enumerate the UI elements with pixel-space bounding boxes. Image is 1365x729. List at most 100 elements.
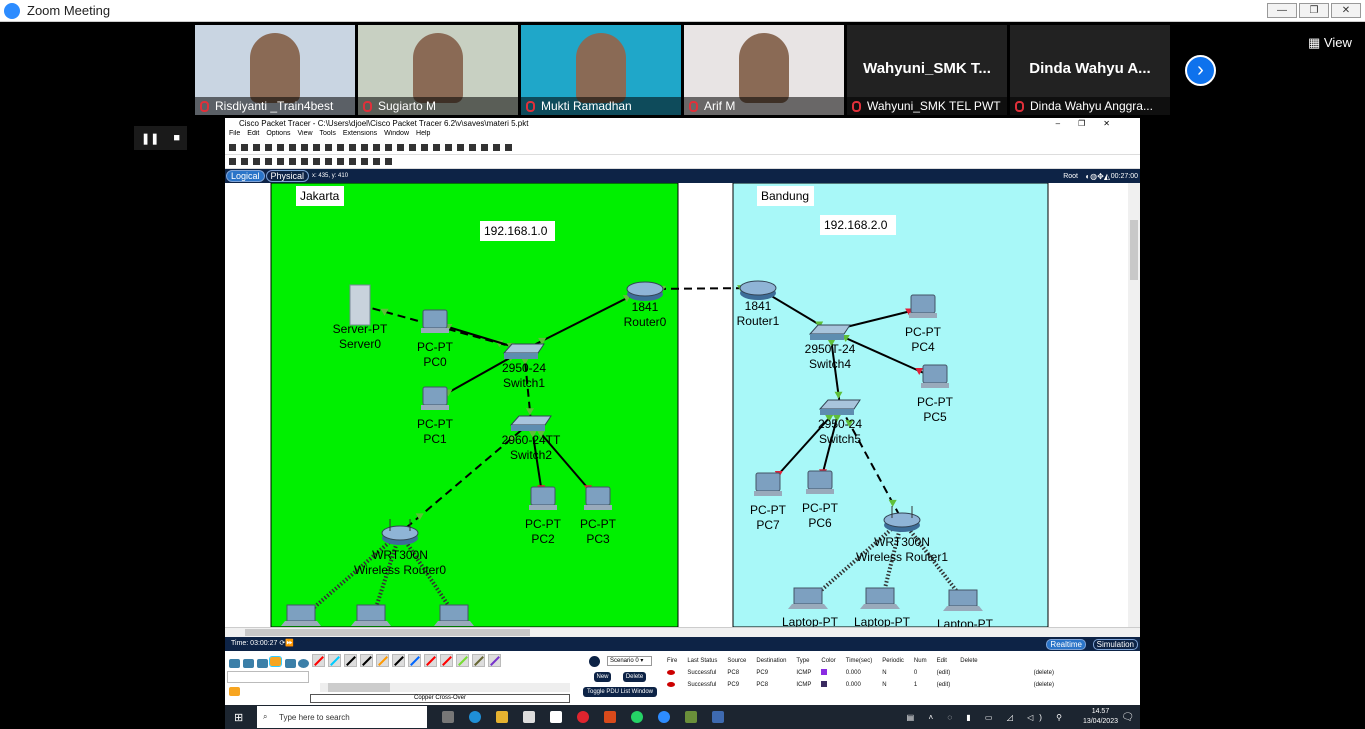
app-taskbar-icon[interactable] — [712, 711, 724, 723]
toolbar-button-icon[interactable] — [265, 158, 272, 165]
toolbar-button-icon[interactable] — [229, 158, 236, 165]
delete-scenario-button[interactable]: Delete — [623, 672, 646, 682]
toolbar-button-icon[interactable] — [289, 144, 296, 151]
toolbar-button-icon[interactable] — [409, 144, 416, 151]
cable-type-icon[interactable] — [440, 654, 453, 667]
toolbar-button-icon[interactable] — [325, 144, 332, 151]
file-explorer-icon[interactable] — [496, 711, 508, 723]
toolbar-button-icon[interactable] — [349, 144, 356, 151]
taskbar-search-field[interactable]: ⌕ Type here to search — [257, 706, 427, 728]
end-devices-category-icon[interactable] — [285, 659, 296, 668]
toolbar-button-icon[interactable] — [361, 144, 368, 151]
pdu-delete-link[interactable]: (delete) — [1033, 670, 1054, 676]
system-tray-icons[interactable]: ▤ ˄ ◌ ▮ ▭ ◿ ◁) ⚲ — [906, 712, 1068, 722]
participant-tile[interactable]: Mukti Ramadhan — [521, 25, 681, 115]
view-nav-icons[interactable]: ◐◍✥◭ — [1085, 171, 1110, 181]
chevron-right-icon[interactable]: › — [1185, 55, 1216, 86]
toolbar-button-icon[interactable] — [313, 144, 320, 151]
switches-category-icon[interactable] — [243, 659, 254, 668]
hubs-category-icon[interactable] — [257, 659, 268, 668]
task-view-icon[interactable] — [442, 711, 454, 723]
toolbar-button-icon[interactable] — [361, 158, 368, 165]
tab-logical[interactable]: Logical — [226, 170, 265, 182]
toolbar-button-icon[interactable] — [505, 144, 512, 151]
toolbar-button-icon[interactable] — [337, 144, 344, 151]
toolbar-button-icon[interactable] — [373, 158, 380, 165]
toolbar-button-icon[interactable] — [289, 158, 296, 165]
toolbar-button-icon[interactable] — [325, 158, 332, 165]
toolbar-button-icon[interactable] — [277, 144, 284, 151]
participant-tile[interactable]: Sugiarto M — [358, 25, 518, 115]
menu-tools[interactable]: Tools — [319, 130, 336, 137]
toolbar-button-icon[interactable] — [241, 144, 248, 151]
stop-icon[interactable]: ■ — [173, 132, 181, 144]
view-button[interactable]: ▦ View — [1308, 35, 1352, 50]
pdu-edit-link[interactable]: (edit) — [936, 670, 951, 676]
pause-icon[interactable]: ❚❚ — [140, 132, 160, 145]
packet-tracer-taskbar-icon[interactable] — [685, 711, 697, 723]
horizontal-scrollbar[interactable] — [225, 627, 1140, 637]
cable-type-icon[interactable] — [360, 654, 373, 667]
new-scenario-button[interactable]: New — [594, 672, 611, 682]
menu-view[interactable]: View — [297, 130, 313, 137]
menu-options[interactable]: Options — [266, 130, 291, 137]
toolbar-button-icon[interactable] — [241, 158, 248, 165]
toolbar-button-icon[interactable] — [349, 158, 356, 165]
toolbar-button-icon[interactable] — [337, 158, 344, 165]
participant-tile[interactable]: Risdiyanti _Train4best — [195, 25, 355, 115]
toolbar-button-icon[interactable] — [313, 158, 320, 165]
toolbar-button-icon[interactable] — [493, 144, 500, 151]
fire-icon[interactable] — [667, 669, 675, 675]
realtime-tab[interactable]: Realtime — [1046, 639, 1086, 650]
toolbar-button-icon[interactable] — [277, 158, 284, 165]
power-cycle-icon[interactable]: ⟳ — [279, 640, 286, 647]
fire-icon[interactable] — [667, 681, 675, 687]
scenario-select[interactable]: Scenario 0 ▾ — [607, 656, 652, 666]
store-icon[interactable] — [523, 711, 535, 723]
pdu-delete-link[interactable]: (delete) — [1033, 682, 1054, 688]
cable-scrollbar[interactable] — [320, 683, 570, 692]
cable-type-icon[interactable] — [456, 654, 469, 667]
toolbar-button-icon[interactable] — [253, 158, 260, 165]
selected-connection-icon[interactable] — [229, 687, 240, 696]
participant-tile[interactable]: Dinda Wahyu A...Dinda Wahyu Anggra... — [1010, 25, 1170, 115]
toolbar-button-icon[interactable] — [433, 144, 440, 151]
cable-type-icon[interactable] — [408, 654, 421, 667]
wan-emulation-category-icon[interactable] — [298, 659, 309, 668]
toolbar-button-icon[interactable] — [229, 144, 236, 151]
windows-start-icon[interactable]: ⊞ — [234, 711, 244, 724]
simulation-tab[interactable]: Simulation — [1092, 639, 1138, 650]
participant-tile[interactable]: Wahyuni_SMK T...Wahyuni_SMK TEL PWT — [847, 25, 1007, 115]
toolbar-button-icon[interactable] — [397, 144, 404, 151]
minimize-button[interactable]: — — [1267, 3, 1297, 18]
mail-icon[interactable] — [550, 711, 562, 723]
tab-physical[interactable]: Physical — [265, 170, 310, 182]
connections-category-icon[interactable] — [269, 656, 282, 667]
pt-window-controls[interactable]: –❐✕ — [1055, 119, 1128, 128]
whatsapp-icon[interactable] — [631, 711, 643, 723]
toolbar-button-icon[interactable] — [481, 144, 488, 151]
cable-type-icon[interactable] — [376, 654, 389, 667]
toolbar-button-icon[interactable] — [301, 144, 308, 151]
cable-type-icon[interactable] — [328, 654, 341, 667]
toolbar-button-icon[interactable] — [265, 144, 272, 151]
menu-file[interactable]: File — [229, 130, 241, 137]
toolbar-button-icon[interactable] — [457, 144, 464, 151]
close-button[interactable]: ✕ — [1331, 3, 1361, 18]
opera-icon[interactable] — [577, 711, 589, 723]
toolbar-button-icon[interactable] — [385, 144, 392, 151]
cable-type-icon[interactable] — [312, 654, 325, 667]
menu-window[interactable]: Window — [384, 130, 410, 137]
office-icon[interactable] — [604, 711, 616, 723]
edge-icon[interactable] — [469, 711, 481, 723]
taskbar-clock[interactable]: 14.57 13/04/2023 — [1083, 707, 1118, 727]
toolbar-button-icon[interactable] — [253, 144, 260, 151]
toolbar-button-icon[interactable] — [301, 158, 308, 165]
restore-button[interactable]: ❐ — [1299, 3, 1329, 18]
participant-tile[interactable]: Arif M — [684, 25, 844, 115]
toolbar-button-icon[interactable] — [385, 158, 392, 165]
toolbar-button-icon[interactable] — [445, 144, 452, 151]
